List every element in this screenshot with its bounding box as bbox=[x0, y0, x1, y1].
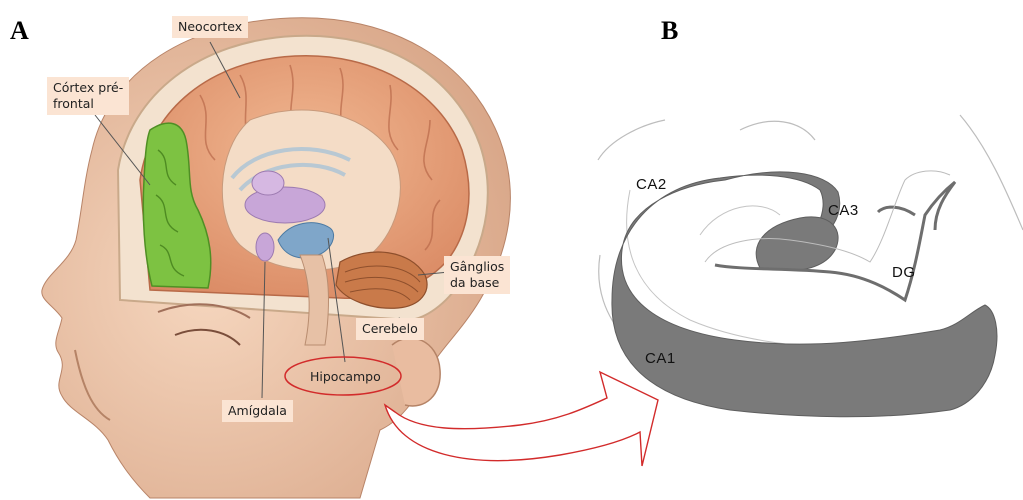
label-neocortex: Neocortex bbox=[172, 16, 248, 38]
label-amygdala: Amígdala bbox=[222, 400, 293, 422]
label-neocortex-text: Neocortex bbox=[178, 19, 242, 34]
label-ca1: CA1 bbox=[645, 350, 676, 367]
label-prefrontal-line1: Córtex pré- bbox=[53, 80, 123, 95]
label-cerebellum-text: Cerebelo bbox=[362, 321, 418, 336]
basal-ganglia-region bbox=[245, 187, 325, 223]
hippocampus-schematic bbox=[598, 115, 1023, 417]
label-basal-ganglia-line2: da base bbox=[450, 275, 499, 290]
ca3-curl bbox=[756, 217, 838, 271]
label-ca2: CA2 bbox=[636, 176, 667, 193]
label-amygdala-text: Amígdala bbox=[228, 403, 287, 418]
label-basal-ganglia: Gânglios da base bbox=[444, 256, 510, 294]
label-hippocampus-text: Hipocampo bbox=[310, 369, 381, 384]
label-basal-ganglia-line1: Gânglios bbox=[450, 259, 504, 274]
panel-label-b: B bbox=[661, 16, 678, 46]
panel-label-a: A bbox=[10, 16, 29, 46]
label-prefrontal-line2: frontal bbox=[53, 96, 94, 111]
label-hippocampus: Hipocampo bbox=[304, 366, 387, 388]
label-ca3: CA3 bbox=[828, 202, 859, 219]
amygdala-region bbox=[256, 233, 274, 261]
label-cerebellum: Cerebelo bbox=[356, 318, 424, 340]
label-prefrontal-cortex: Córtex pré- frontal bbox=[47, 77, 129, 115]
thalamus-region bbox=[252, 171, 284, 195]
label-dg: DG bbox=[892, 264, 916, 281]
